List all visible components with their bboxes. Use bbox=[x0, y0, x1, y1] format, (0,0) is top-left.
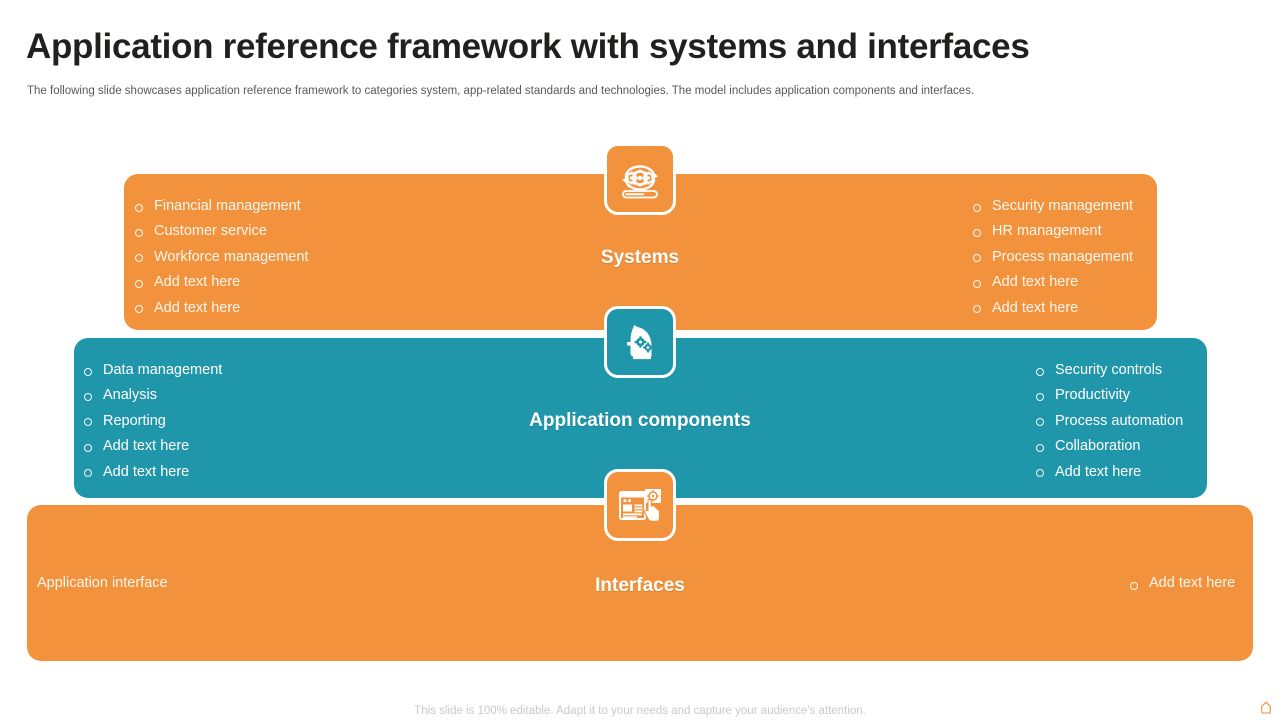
list-item: Analysis bbox=[82, 383, 222, 408]
list-item: Add text here bbox=[82, 434, 222, 459]
systems-title: Systems bbox=[600, 247, 680, 268]
page-subtitle: The following slide showcases applicatio… bbox=[27, 85, 975, 97]
systems-right-list: Security management HR management Proces… bbox=[971, 194, 1133, 321]
head-gears-icon bbox=[618, 320, 662, 364]
list-item: Add text here bbox=[971, 296, 1133, 321]
list-item: Productivity bbox=[1034, 383, 1183, 408]
application-components-title: Application components bbox=[529, 410, 751, 431]
interfaces-right-item: Add text here bbox=[1128, 575, 1235, 591]
corner-decoration-icon bbox=[1258, 700, 1274, 716]
list-item: Add text here bbox=[133, 296, 308, 321]
list-item: Security controls bbox=[1034, 358, 1183, 383]
touch-screen-icon bbox=[617, 484, 663, 526]
list-item: Security management bbox=[971, 194, 1133, 219]
application-components-icon-tile bbox=[604, 306, 676, 378]
list-item: Add text here bbox=[971, 270, 1133, 295]
interfaces-icon-tile bbox=[604, 469, 676, 541]
list-item: Collaboration bbox=[1034, 434, 1183, 459]
list-item: Add text here bbox=[82, 460, 222, 485]
gears-sync-icon bbox=[617, 157, 663, 201]
application-components-right-list: Security controls Productivity Process a… bbox=[1034, 358, 1183, 485]
list-item: Reporting bbox=[82, 409, 222, 434]
interfaces-title: Interfaces bbox=[595, 575, 685, 596]
systems-left-list: Financial management Customer service Wo… bbox=[133, 194, 308, 321]
application-components-left-list: Data management Analysis Reporting Add t… bbox=[82, 358, 222, 485]
list-item: Add text here bbox=[133, 270, 308, 295]
footer-note: This slide is 100% editable. Adapt it to… bbox=[414, 705, 866, 717]
list-item: Customer service bbox=[133, 219, 308, 244]
list-item: HR management bbox=[971, 219, 1133, 244]
list-item: Process management bbox=[971, 245, 1133, 270]
application-interface-label: Application interface bbox=[37, 575, 168, 591]
list-item: Process automation bbox=[1034, 409, 1183, 434]
list-item: Add text here bbox=[1034, 460, 1183, 485]
list-item: Data management bbox=[82, 358, 222, 383]
page-title: Application reference framework with sys… bbox=[26, 27, 1030, 66]
list-item: Financial management bbox=[133, 194, 308, 219]
list-item: Workforce management bbox=[133, 245, 308, 270]
systems-icon-tile bbox=[604, 143, 676, 215]
